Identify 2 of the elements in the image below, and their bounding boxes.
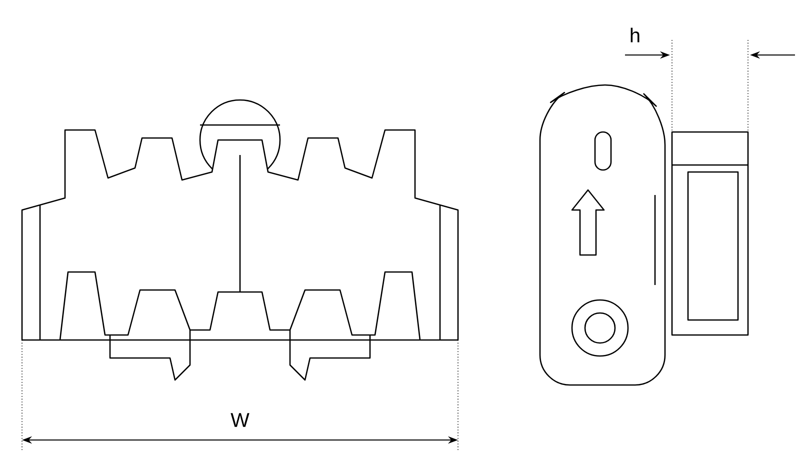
dimension-label: W	[230, 413, 250, 427]
dimension-label: h	[630, 28, 640, 42]
